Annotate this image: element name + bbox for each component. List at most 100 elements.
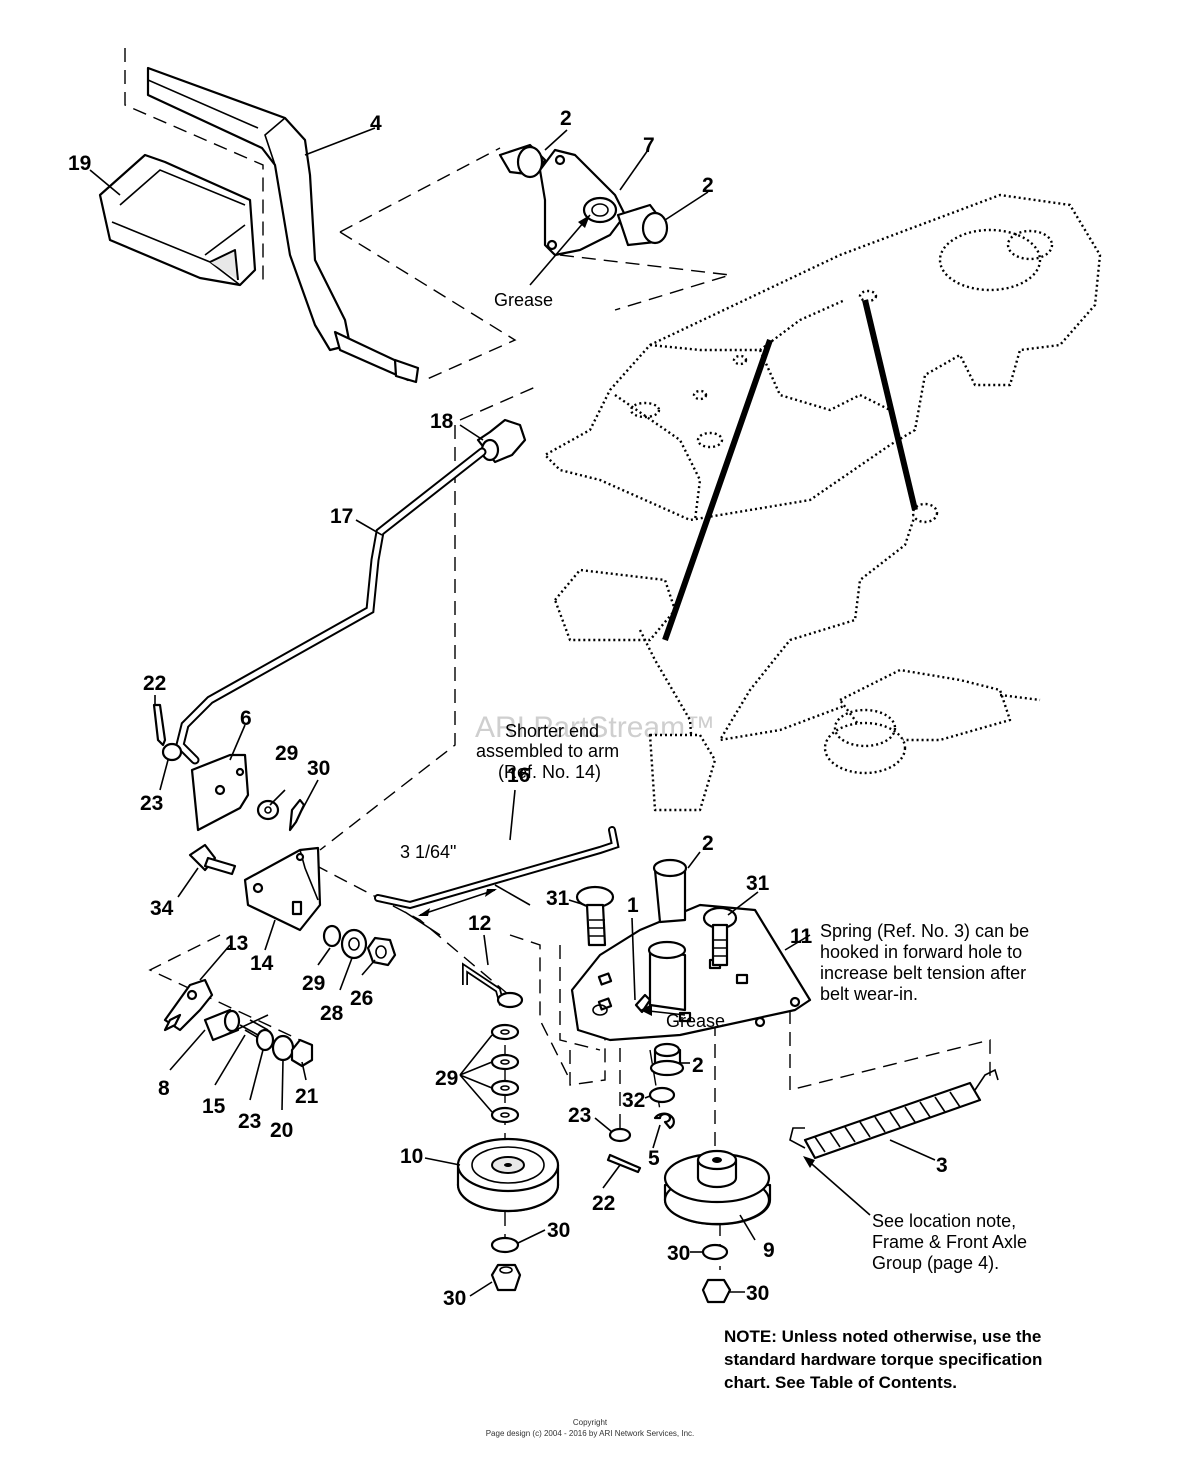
callout-13: 13 [225, 932, 248, 955]
washer-25-hole [264, 806, 272, 814]
callout-31-a: 31 [546, 887, 570, 910]
washer-23 [161, 742, 183, 762]
callout-4: 4 [370, 112, 382, 135]
tractor-frame-phantom [543, 193, 1102, 812]
callout-2-c: 2 [702, 832, 714, 855]
lever-arm [146, 66, 420, 384]
callout-2-a: 2 [560, 107, 572, 130]
callout-14: 14 [250, 952, 274, 975]
callout-6: 6 [240, 707, 252, 730]
cotter-pin-22 [152, 703, 167, 747]
dimension-16 [404, 884, 531, 936]
callout-20: 20 [270, 1119, 293, 1142]
knob [476, 418, 527, 464]
callout-24: 26 [350, 987, 373, 1010]
callout-9: 9 [763, 1239, 775, 1262]
callout-11: 11 [790, 925, 813, 948]
dimension-label: 3 1/64" [400, 842, 456, 862]
washer-32 [648, 1086, 676, 1104]
carriage-bolt-31-left [575, 885, 615, 947]
callout-15: 15 [202, 1095, 226, 1118]
callout-23-c: 23 [568, 1104, 591, 1127]
washer-29b [490, 1236, 520, 1254]
shorter-end-line-1: Shorter end [505, 721, 599, 741]
leader-lines [89, 127, 936, 1297]
nut-24 [366, 936, 397, 967]
callout-29-c: 30 [667, 1242, 690, 1265]
footer: Copyright Page design (c) 2004 - 2016 by… [486, 1418, 695, 1438]
callout-19: 19 [68, 152, 91, 175]
clevis-13 [163, 978, 214, 1032]
callout-21: 21 [295, 1085, 319, 1108]
spring-note-line-2: hooked in forward hole to [820, 942, 1022, 962]
callout-3: 3 [936, 1154, 948, 1177]
callout-10: 10 [400, 1145, 423, 1168]
nut-21 [290, 1038, 314, 1068]
washer-25 [256, 799, 280, 821]
callout-30-b: 30 [746, 1282, 769, 1305]
callout-30-a: 30 [443, 1287, 466, 1310]
callout-1: 1 [627, 894, 639, 917]
snap-ring-5 [653, 1112, 675, 1130]
callout-7: 7 [643, 134, 655, 157]
location-note-line-2: Frame & Front Axle [872, 1232, 1027, 1252]
spring-note-line-3: increase belt tension after [820, 963, 1026, 983]
callout-numbers: 4 19 2 7 2 18 17 22 6 29 30 23 16 34 13 … [68, 107, 948, 1310]
idler-plate-11 [570, 903, 812, 1042]
callout-5: 5 [648, 1147, 660, 1170]
nut-30-right [701, 1278, 732, 1304]
callout-17: 17 [330, 505, 353, 528]
washer-26 [340, 928, 368, 960]
torque-note-line-1: NOTE: Unless noted otherwise, use the [724, 1327, 1041, 1346]
shorter-end-line-3: (Ref. No. 14) [498, 762, 601, 782]
torque-note-line-2: standard hardware torque specification [724, 1350, 1042, 1369]
spring-15 [224, 1014, 269, 1041]
location-note-line-3: Group (page 4). [872, 1253, 999, 1273]
bushing-8 [203, 1008, 241, 1042]
pedal [98, 153, 257, 287]
spring-note-line-4: belt wear-in. [820, 984, 918, 1004]
linkage-rods [662, 299, 918, 641]
callout-32: 32 [622, 1089, 645, 1112]
callout-29-a: 29 [435, 1067, 458, 1090]
footer-page-design: Page design (c) 2004 - 2016 by ARI Netwo… [486, 1429, 695, 1438]
washer-23b [255, 1028, 275, 1052]
cotter-pin-28 [288, 798, 306, 832]
text-notes: Grease Grease 3 1/64" Shorter end assemb… [400, 290, 1042, 1392]
washer-27 [322, 924, 342, 948]
torque-note-line-3: chart. See Table of Contents. [724, 1373, 957, 1392]
nut-30-left [490, 1263, 522, 1292]
callout-31-b: 31 [746, 872, 770, 895]
washer-20 [271, 1034, 295, 1062]
callout-27: 29 [302, 972, 325, 995]
grease-label-top: Grease [494, 290, 553, 310]
bushing-bracket [498, 143, 669, 257]
cotter-pin-22b [606, 1153, 642, 1174]
callout-2-d: 2 [692, 1054, 704, 1077]
washer-23c [608, 1127, 632, 1143]
grease-label-plate: Grease [666, 1011, 725, 1031]
callout-23-b: 23 [238, 1110, 261, 1133]
callout-34: 34 [150, 897, 174, 920]
pin-12 [462, 962, 524, 1009]
location-note-line-1: See location note, [872, 1211, 1016, 1231]
callout-18: 18 [430, 410, 454, 433]
washer-29c [701, 1243, 729, 1261]
rod-16 [374, 826, 620, 910]
callout-22-b: 22 [592, 1192, 615, 1215]
pulley-9 [663, 1149, 772, 1226]
callout-22-a: 22 [143, 672, 166, 695]
bushing-2-top [652, 858, 688, 924]
carriage-bolt-31-right [702, 906, 738, 967]
callout-26: 28 [320, 1002, 344, 1025]
bushing-2-bottom [649, 1042, 685, 1077]
pulley-10 [456, 1137, 560, 1213]
spring-note-line-1: Spring (Ref. No. 3) can be [820, 921, 1029, 941]
spring-3 [789, 1068, 999, 1160]
callout-25: 29 [275, 742, 298, 765]
bracket-6 [190, 753, 250, 832]
callout-2-b: 2 [702, 174, 714, 197]
footer-copyright: Copyright [573, 1418, 608, 1427]
callout-12: 12 [468, 912, 491, 935]
